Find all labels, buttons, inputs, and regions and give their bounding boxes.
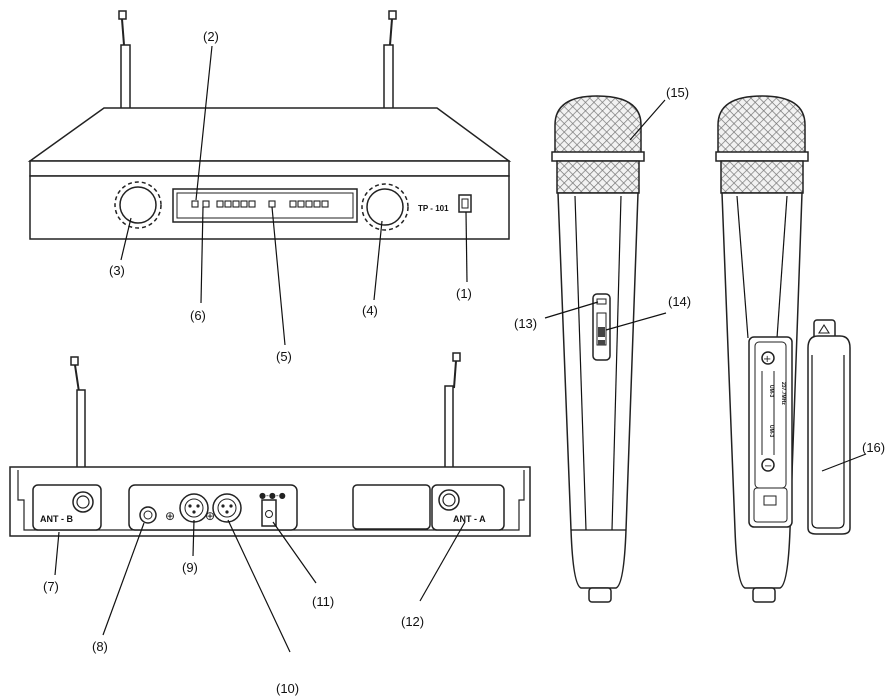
rear-antenna-b — [70, 356, 86, 477]
front-antenna-left — [118, 10, 131, 110]
ant-a-connector[interactable] — [438, 489, 460, 511]
callout-15: (15) — [666, 85, 689, 100]
callout-2: (2) — [203, 29, 219, 44]
battery-cover[interactable] — [807, 319, 851, 535]
front-antenna-right — [383, 10, 397, 110]
callout-4: (4) — [362, 303, 378, 318]
power-switch[interactable] — [458, 194, 472, 213]
callout-8: (8) — [92, 639, 108, 654]
display-window — [172, 188, 358, 223]
microphone-back: + − UM-3 UM-3 237.7MHz — [715, 95, 809, 603]
callout-12: (12) — [401, 614, 424, 629]
callout-3: (3) — [109, 263, 125, 278]
battery-cell-1-label: UM-3 — [768, 385, 774, 397]
mic-handle — [557, 192, 639, 589]
callout-9: (9) — [182, 560, 198, 575]
mic-grille — [554, 95, 642, 156]
microphone-front — [551, 95, 645, 603]
dc-power-input[interactable]: ●-●-● — [259, 491, 286, 527]
receiver-front: TP - 101 — [27, 10, 512, 240]
ant-b-connector[interactable] — [72, 491, 94, 513]
callout-10: (10) — [276, 681, 299, 696]
front-callout-lines — [120, 45, 468, 346]
callout-14: (14) — [668, 294, 691, 309]
callout-11: (11) — [312, 594, 334, 609]
plus-icon: + — [763, 354, 771, 365]
receiver-front-panel — [29, 160, 510, 177]
rear-antenna-a — [444, 352, 461, 477]
callout-6: (6) — [190, 308, 206, 323]
mic-indicator-and-switch[interactable] — [592, 293, 611, 361]
rear-blank-plate — [352, 484, 431, 530]
minus-icon: − — [764, 461, 772, 472]
mic-callout-lines — [544, 99, 867, 472]
screw-icon: ⊕ — [165, 509, 175, 523]
model-label: TP - 101 — [418, 204, 449, 213]
led-indicators — [191, 200, 329, 208]
xlr-connector-2[interactable] — [212, 493, 242, 523]
callout-13: (13) — [514, 316, 537, 331]
volume-knob-b[interactable] — [361, 183, 409, 231]
callout-5: (5) — [276, 349, 292, 364]
ant-b-label: ANT - B — [40, 514, 73, 524]
screw-icon: ⊕ — [205, 509, 215, 523]
battery-cell-2-label: UM-3 — [768, 425, 774, 437]
receiver-top-panel — [27, 107, 512, 162]
polarity-icon: ●-●-● — [259, 491, 286, 500]
ant-a-label: ANT - A — [453, 514, 486, 524]
callout-16: (16) — [862, 440, 885, 455]
callout-7: (7) — [43, 579, 59, 594]
xlr-connector-1[interactable] — [179, 493, 209, 523]
callout-1: (1) — [456, 286, 472, 301]
volume-knob-a[interactable] — [114, 181, 162, 229]
quarter-inch-jack[interactable] — [139, 506, 157, 524]
frequency-label: 237.7MHz — [780, 382, 786, 405]
receiver-rear: ANT - B ⊕ ⊕ ●-●-● — [9, 352, 531, 537]
battery-compartment: + − UM-3 UM-3 237.7MHz — [748, 336, 793, 528]
rear-callout-lines — [54, 519, 466, 653]
